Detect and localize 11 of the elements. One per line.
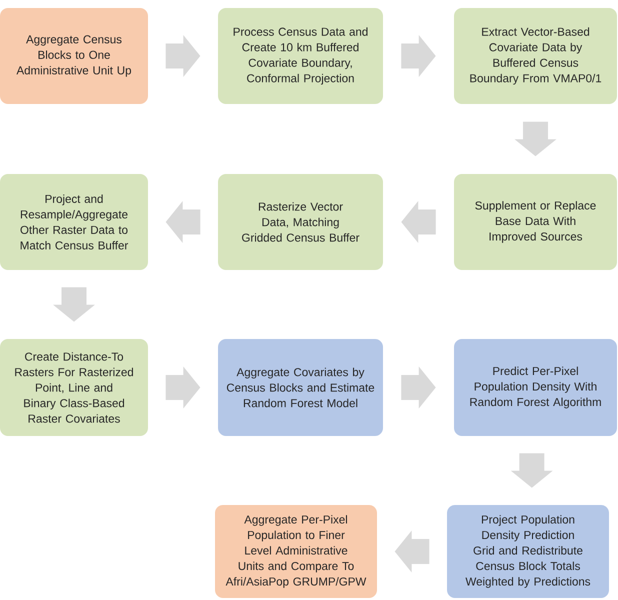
process-box: Process Census Data and Create 10 km Buffered Covariate Boundary, Conformal Projection bbox=[218, 8, 383, 104]
process-box: Aggregate Per-Pixel Population to Finer Level Administrative Units and Compare To Afri/AsiaPop GRUMP/GPW bbox=[215, 505, 377, 598]
process-box: Create Distance-To Rasters For Rasterized Point, Line and Binary Class-Based Raster Covariates bbox=[0, 339, 148, 436]
process-box: Rasterize Vector Data, Matching Gridded Census Buffer bbox=[218, 174, 383, 270]
process-box: Aggregate Census Blocks to One Administrative Unit Up bbox=[0, 8, 148, 104]
process-box: Project Population Density Prediction Grid and Redistribute Census Block Totals Weighted by Predictions bbox=[447, 505, 609, 598]
process-box: Predict Per-Pixel Population Density With Random Forest Algorithm bbox=[454, 339, 617, 436]
process-box: Extract Vector-Based Covariate Data by Buffered Census Boundary From VMAP0/1 bbox=[454, 8, 617, 104]
process-box: Supplement or Replace Base Data With Improved Sources bbox=[454, 174, 617, 270]
process-box: Project and Resample/Aggregate Other Raster Data to Match Census Buffer bbox=[0, 174, 148, 270]
process-box: Aggregate Covariates by Census Blocks and Estimate Random Forest Model bbox=[218, 339, 383, 436]
